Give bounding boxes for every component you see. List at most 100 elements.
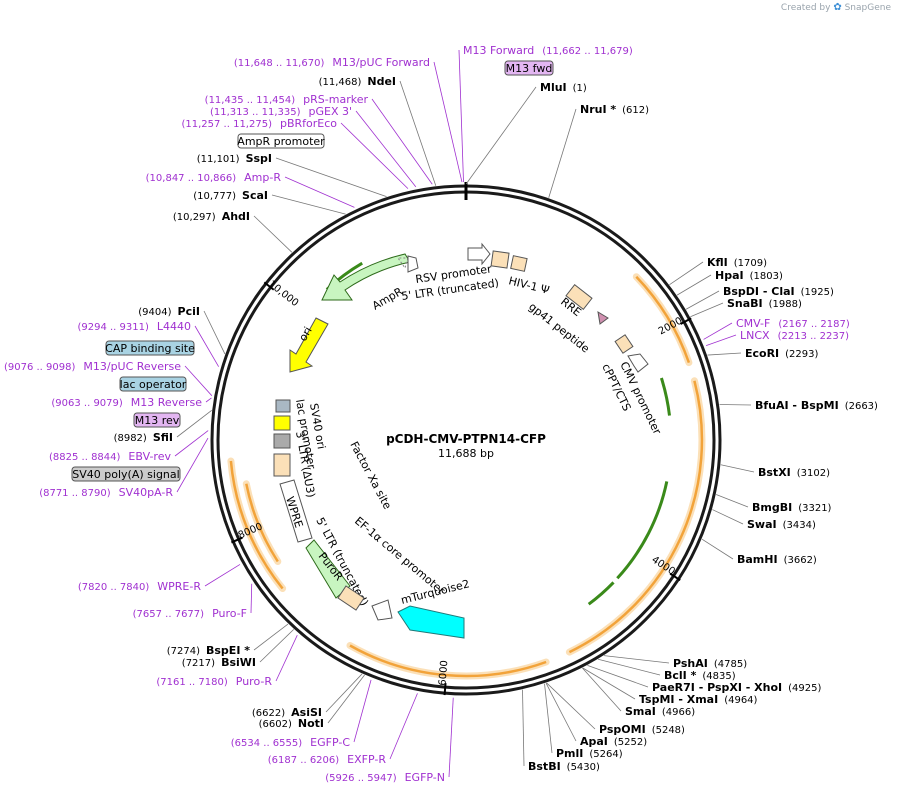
primer-label[interactable]: (11,648 .. 11,670)M13/pUC Forward: [234, 56, 430, 69]
restriction-site[interactable]: SnaBI(1988): [727, 297, 802, 310]
restriction-site[interactable]: BfuAI - BspMI(2663): [755, 399, 878, 412]
green-arc[interactable]: [587, 581, 615, 606]
rsv-promoter-arrow[interactable]: [407, 255, 419, 273]
restriction-site[interactable]: (10,297)AhdI: [173, 210, 250, 223]
primer-label[interactable]: M13 Forward(11,662 .. 11,679): [463, 44, 633, 57]
leader-line: [176, 410, 212, 438]
cppt-box[interactable]: [614, 334, 634, 354]
puror-arrow[interactable]: [305, 539, 351, 599]
primer-label[interactable]: (11,313 .. 11,335)pGEX 3': [210, 105, 352, 118]
primer-label[interactable]: (8771 .. 8790)SV40pA-R: [39, 486, 173, 499]
hiv-box[interactable]: [490, 250, 510, 269]
primer-label[interactable]: (7657 .. 7677)Puro-F: [133, 607, 247, 620]
primer-leader: [389, 693, 418, 760]
sv40pa-box[interactable]: SV40 poly(A) signal: [71, 466, 181, 482]
orf-arc-bg: [565, 377, 706, 656]
primer-label[interactable]: (5926 .. 5947)EGFP-N: [325, 771, 445, 784]
svg-text:(11,468)NdeI: (11,468)NdeI: [319, 75, 396, 88]
ltr3-box[interactable]: [273, 453, 291, 477]
restriction-site[interactable]: BclI *(4835): [664, 669, 736, 682]
primer-label[interactable]: (8825 .. 8844)EBV-rev: [49, 450, 171, 463]
restriction-site[interactable]: KflI(1709): [707, 256, 767, 269]
restriction-site[interactable]: (11,468)NdeI: [319, 75, 396, 88]
restriction-site[interactable]: (7217)BsiWI: [182, 656, 256, 669]
sv40-ori-box[interactable]: [273, 415, 291, 431]
primer-label[interactable]: (9294 .. 9311)L4440: [77, 320, 191, 333]
restriction-site[interactable]: EcoRI(2293): [745, 347, 819, 360]
restriction-site[interactable]: PshAI(4785): [673, 657, 747, 670]
ori-arrow[interactable]: [289, 317, 329, 373]
svg-text:(7820 .. 7840)WPRE-R: (7820 .. 7840)WPRE-R: [78, 580, 201, 593]
primer-label[interactable]: LNCX(2213 .. 2237): [740, 329, 849, 342]
primer-label[interactable]: (7820 .. 7840)WPRE-R: [78, 580, 201, 593]
hiv-arrow[interactable]: [467, 242, 491, 266]
restriction-site[interactable]: BamHI(3662): [737, 553, 817, 566]
restriction-site[interactable]: BmgBI(3321): [752, 501, 832, 514]
svg-text:AmpR promoter: AmpR promoter: [237, 135, 325, 148]
restriction-site[interactable]: BstBI(5430): [528, 760, 600, 773]
sv40-polya-box[interactable]: [273, 433, 291, 449]
primer-label[interactable]: (7161 .. 7180)Puro-R: [156, 675, 272, 688]
cap-binding-box[interactable]: CAP binding site: [105, 340, 195, 356]
restriction-site[interactable]: (11,101)SspI: [197, 152, 272, 165]
svg-text:SwaI(3434): SwaI(3434): [747, 518, 816, 531]
rre-box[interactable]: [565, 284, 593, 310]
ef1a-box[interactable]: [337, 585, 365, 611]
primer-label[interactable]: (11,257 .. 11,275)pBRforEco: [181, 117, 337, 130]
restriction-site[interactable]: NruI *(612): [580, 103, 649, 116]
lac-box[interactable]: [275, 399, 291, 413]
green-arc[interactable]: [659, 377, 671, 416]
restriction-site[interactable]: SwaI(3434): [747, 518, 816, 531]
restriction-site[interactable]: BstXI(3102): [758, 466, 830, 479]
restriction-site[interactable]: (7274)BspEI *: [167, 644, 251, 657]
plasmid-name: pCDH-CMV-PTPN14-CFP: [386, 432, 546, 446]
restriction-site[interactable]: (6602)NotI: [259, 717, 324, 730]
primer-label[interactable]: (9063 .. 9079)M13 Reverse: [51, 396, 202, 409]
orf-arc[interactable]: [245, 483, 279, 563]
orf-arc[interactable]: [635, 275, 691, 364]
primer-label[interactable]: (10,847 .. 10,866)Amp-R: [146, 171, 282, 184]
restriction-site[interactable]: PaeR7I - PspXI - XhoI(4925): [652, 681, 822, 694]
snapgene-logo-icon: ✿: [833, 2, 842, 13]
orf-arc[interactable]: [568, 380, 704, 654]
restriction-site[interactable]: SmaI(4966): [625, 705, 695, 718]
restriction-site[interactable]: MluI(1): [540, 81, 587, 94]
ampr-promoter-box[interactable]: AmpR promoter: [237, 133, 325, 149]
hiv-box2[interactable]: [510, 255, 528, 272]
cmv-arrow[interactable]: [627, 353, 649, 373]
m13rev-box[interactable]: M13 rev: [133, 412, 181, 428]
svg-text:SV40 poly(A) signal: SV40 poly(A) signal: [72, 468, 179, 481]
primer-label[interactable]: (6187 .. 6206)EXFP-R: [268, 753, 387, 766]
leader-line: [203, 310, 226, 355]
svg-text:(7161 .. 7180)Puro-R: (7161 .. 7180)Puro-R: [156, 675, 272, 688]
leader-line: [253, 215, 293, 253]
green-arc[interactable]: [616, 481, 669, 580]
ampr-arrow[interactable]: [321, 253, 411, 301]
restriction-site[interactable]: BspDI - ClaI(1925): [723, 285, 834, 298]
restriction-site[interactable]: (8982)SfiI: [114, 431, 173, 444]
svg-text:(9063 .. 9079)M13 Reverse: (9063 .. 9079)M13 Reverse: [51, 396, 202, 409]
restriction-site[interactable]: TspMI - XmaI(4964): [639, 693, 758, 706]
wpre-box[interactable]: [279, 479, 313, 543]
primer-label[interactable]: (11,435 .. 11,454)pRS-marker: [205, 93, 369, 106]
mturq-small-arrow[interactable]: [371, 599, 393, 621]
restriction-site[interactable]: HpaI(1803): [715, 269, 783, 282]
restriction-site[interactable]: ApaI(5252): [580, 735, 647, 748]
restriction-site[interactable]: PspOMI(5248): [599, 723, 685, 736]
gp41-mark[interactable]: [597, 311, 609, 325]
primer-label[interactable]: (9076 .. 9098)M13/pUC Reverse: [4, 360, 181, 373]
restriction-site[interactable]: (10,777)ScaI: [193, 189, 268, 202]
lac-operator-box[interactable]: lac operator: [119, 376, 187, 392]
orf-arc[interactable]: [349, 644, 547, 678]
restriction-site[interactable]: PmlI(5264): [556, 747, 623, 760]
mturq-arrow[interactable]: [397, 605, 465, 639]
primer-label[interactable]: (6534 .. 6555)EGFP-C: [231, 736, 351, 749]
orf-arc[interactable]: [229, 460, 284, 590]
svg-text:(6187 .. 6206)EXFP-R: (6187 .. 6206)EXFP-R: [268, 753, 387, 766]
restriction-site[interactable]: (9404)PciI: [138, 305, 200, 318]
primer-leader: [184, 365, 213, 396]
restriction-site[interactable]: (6622)AsiSI: [252, 706, 322, 719]
primer-leader: [448, 697, 454, 778]
primer-label[interactable]: CMV-F(2167 .. 2187): [736, 317, 850, 330]
m13fwd-box[interactable]: M13 fwd: [504, 60, 554, 76]
